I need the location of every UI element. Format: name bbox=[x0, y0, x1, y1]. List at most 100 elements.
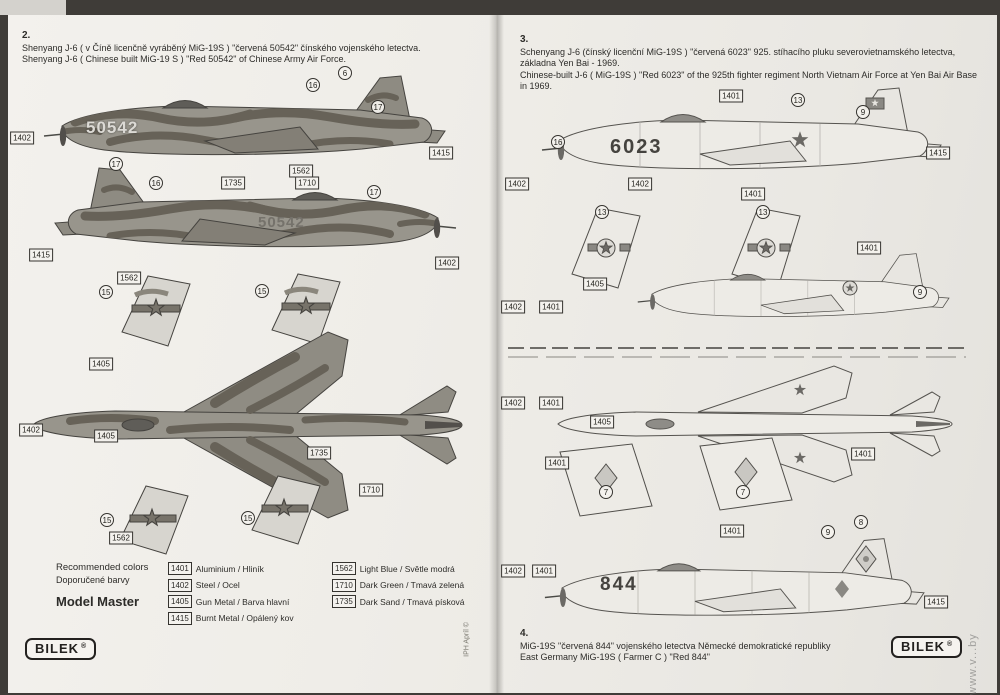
decal-callout-7: 7 bbox=[599, 485, 613, 499]
paint-callout-1402: 1402 bbox=[505, 177, 529, 191]
metal-side-profile-small bbox=[637, 253, 950, 318]
paint-callout-1562: 1562 bbox=[117, 271, 141, 285]
paint-callout-1415: 1415 bbox=[924, 595, 948, 609]
section-4-caption-english: East Germany MiG-19S ( Farmer C ) "Red 8… bbox=[520, 652, 710, 662]
decal-callout-17: 17 bbox=[367, 185, 381, 199]
paint-callout-1735: 1735 bbox=[221, 176, 245, 190]
paint-callout-1401: 1401 bbox=[720, 524, 744, 538]
paint-callout-1402: 1402 bbox=[10, 131, 34, 145]
decal-callout-17: 17 bbox=[371, 100, 385, 114]
section-3-caption: 3. Schenyang J-6 (čínský licenční MiG-19… bbox=[520, 34, 978, 93]
section-2-caption-czech: Shenyang J-6 ( v Číně licenčně vyráběný … bbox=[22, 42, 421, 53]
decal-callout-8: 8 bbox=[854, 515, 868, 529]
section-2-caption-english: Shenyang J-6 ( Chinese built MiG-19 S ) … bbox=[22, 54, 347, 64]
panels-diamond-emblem bbox=[559, 437, 793, 517]
paint-callout-1402: 1402 bbox=[19, 423, 43, 437]
decal-callout-16: 16 bbox=[551, 135, 565, 149]
paint-code: 1401 bbox=[168, 562, 192, 575]
decal-callout-9: 9 bbox=[913, 285, 927, 299]
bilek-logo-text: BILEK bbox=[35, 641, 79, 656]
paint-callout-1402: 1402 bbox=[435, 256, 459, 270]
bilek-logo-right: BILEK® bbox=[891, 636, 963, 658]
decal-callout-15: 15 bbox=[255, 284, 269, 298]
paint-name: Steel / Ocel bbox=[195, 580, 240, 590]
paint-name: Dark Sand / Tmavá písková bbox=[359, 596, 465, 607]
section-4-number: 4. bbox=[520, 628, 529, 639]
tail-fins-star-upper bbox=[121, 273, 341, 347]
paint-callout-1402: 1402 bbox=[501, 396, 525, 410]
decal-callout-6: 6 bbox=[338, 66, 352, 80]
decal-callout-15: 15 bbox=[241, 511, 255, 525]
paint-callout-1562: 1562 bbox=[109, 531, 133, 545]
paint-callout-1415: 1415 bbox=[29, 248, 53, 262]
decal-callout-7: 7 bbox=[736, 485, 750, 499]
paint-callout-1415: 1415 bbox=[429, 146, 453, 160]
paint-callout-1405: 1405 bbox=[89, 357, 113, 371]
paint-callout-1401: 1401 bbox=[539, 300, 563, 314]
paint-name: Dark Green / Tmavá zelená bbox=[359, 580, 465, 590]
paint-code: 1562 bbox=[332, 562, 356, 575]
paint-name: Gun Metal / Barva hlavní bbox=[195, 596, 290, 607]
dashed-separator bbox=[508, 347, 966, 358]
tail-fins-star-lower bbox=[119, 475, 321, 555]
section-2-caption: 2. Shenyang J-6 ( v Číně licenčně vyrábě… bbox=[22, 30, 484, 66]
camo-side-profile bbox=[43, 75, 446, 156]
tail-fins-roundel bbox=[571, 207, 801, 289]
decal-callout-15: 15 bbox=[99, 285, 113, 299]
decal-callout-16: 16 bbox=[149, 176, 163, 190]
decal-callout-15: 15 bbox=[100, 513, 114, 527]
insignia-844 bbox=[835, 545, 877, 598]
paint-callout-1401: 1401 bbox=[539, 396, 563, 410]
paint-callout-1735: 1735 bbox=[307, 446, 331, 460]
color-chart: Recommended colors Doporučené barvy Mode… bbox=[56, 562, 482, 628]
paint-callout-1405: 1405 bbox=[583, 277, 607, 291]
aircraft-number-50542-profile2: 50542 bbox=[258, 214, 305, 231]
camo-side-profile-mirrored bbox=[55, 168, 456, 247]
desk-surface bbox=[0, 0, 66, 15]
paint-callout-1401: 1401 bbox=[851, 447, 875, 461]
paint-name: Light Blue / Světle modrá bbox=[359, 563, 455, 574]
paint-callout-1710: 1710 bbox=[295, 176, 319, 190]
paint-callout-1401: 1401 bbox=[741, 187, 765, 201]
metal-side-profile bbox=[541, 87, 942, 170]
paint-code: 1405 bbox=[168, 595, 192, 608]
bilek-logo-text: BILEK bbox=[901, 639, 945, 654]
paint-callout-1401: 1401 bbox=[545, 456, 569, 470]
paint-name: Burnt Metal / Opálený kov bbox=[195, 613, 294, 623]
decal-callout-9: 9 bbox=[821, 525, 835, 539]
decal-callout-9: 9 bbox=[856, 105, 870, 119]
section-4-caption: 4. MiG-19S "červená 844" vojenského lete… bbox=[520, 628, 975, 664]
section-3-number: 3. bbox=[520, 34, 529, 45]
paint-callout-1401: 1401 bbox=[719, 89, 743, 103]
section-4-caption-czech: MiG-19S "červená 844" vojenského letectv… bbox=[520, 640, 831, 651]
colors-title-cz: Doporučené barvy bbox=[56, 575, 130, 585]
decal-callout-13: 13 bbox=[595, 205, 609, 219]
paint-callout-1402: 1402 bbox=[501, 300, 525, 314]
insignia-6023 bbox=[791, 97, 885, 148]
decal-callout-13: 13 bbox=[791, 93, 805, 107]
registered-mark: ® bbox=[81, 642, 87, 650]
aircraft-number-6023: 6023 bbox=[610, 136, 663, 158]
decal-callout-17: 17 bbox=[109, 157, 123, 171]
paint-callout-1415: 1415 bbox=[926, 146, 950, 160]
paint-code: 1415 bbox=[168, 611, 192, 625]
paint-name: Aluminium / Hliník bbox=[195, 563, 264, 574]
paint-callout-1401: 1401 bbox=[857, 241, 881, 255]
paint-callout-1710: 1710 bbox=[359, 483, 383, 497]
decal-callout-13: 13 bbox=[756, 205, 770, 219]
colors-title-en: Recommended colors bbox=[56, 562, 149, 573]
photo-watermark: www.v...by bbox=[967, 633, 979, 695]
paint-callout-1405: 1405 bbox=[590, 415, 614, 429]
paint-code: 1402 bbox=[168, 578, 192, 592]
registered-mark: ® bbox=[947, 640, 953, 648]
paint-callout-1402: 1402 bbox=[628, 177, 652, 191]
